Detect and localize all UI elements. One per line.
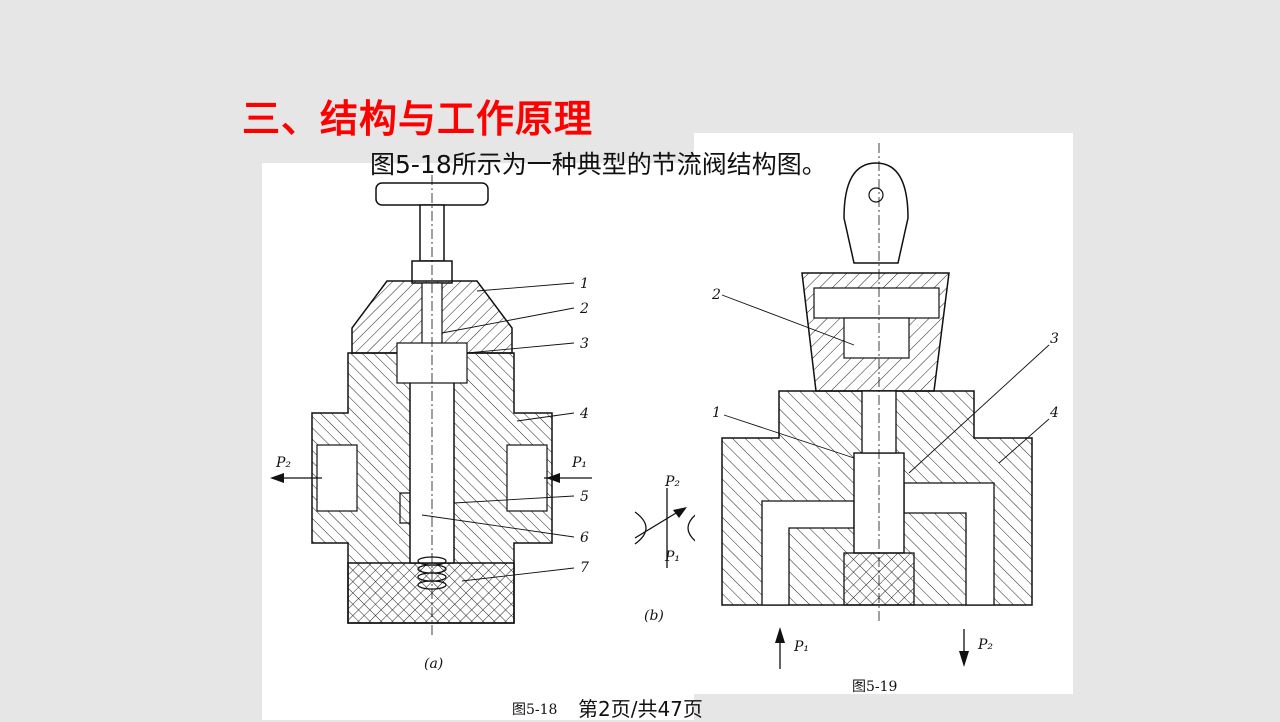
inlet-port xyxy=(506,444,548,512)
port-label-p1: P₁ xyxy=(793,639,809,655)
figure-5-19-panel: 2 1 3 4 P₁ P₂ 图5-19 xyxy=(694,133,1073,694)
handle-knob xyxy=(843,162,909,264)
sub-caption-a: (a) xyxy=(424,656,443,672)
page-number: 第2页/共47页 xyxy=(578,697,703,721)
port-label-p2: P₂ xyxy=(977,637,993,653)
part-label-1: 1 xyxy=(712,405,721,421)
figure-caption-5-18: 图5-18 xyxy=(512,702,557,718)
slide-subtitle: 图5-18所示为一种典型的节流阀结构图。 xyxy=(370,150,827,179)
part-label-4: 4 xyxy=(579,406,589,422)
bottom-cover xyxy=(347,562,515,624)
sub-caption-b-box: (b) xyxy=(644,608,664,624)
port-label-p1: P₁ xyxy=(571,455,587,471)
part-label-1: 1 xyxy=(580,276,589,292)
part-label-6: 6 xyxy=(580,530,589,546)
part-label-5: 5 xyxy=(580,489,589,505)
figure-5-18-panel: 1 2 3 4 5 6 7 P₂ P₁ (a) 图5-18 xyxy=(262,163,694,720)
slide-title: 三、结构与工作原理 xyxy=(242,97,594,141)
symbol-port-p1: P₁ xyxy=(664,549,680,565)
outlet-port xyxy=(316,444,358,512)
throttle-valve-drawing-a: 1 2 3 4 5 6 7 P₂ P₁ (a) 图5-18 xyxy=(270,175,592,718)
part-label-3: 3 xyxy=(1050,331,1059,347)
throttle-valve-drawing-5-19: 2 1 3 4 P₁ P₂ 图5-19 xyxy=(711,143,1059,694)
throttle-valve-symbol: P₂ P₁ xyxy=(634,474,695,568)
part-label-2: 2 xyxy=(579,301,589,317)
part-label-7: 7 xyxy=(580,560,589,576)
part-label-4: 4 xyxy=(1049,405,1059,421)
part-label-2: 2 xyxy=(711,287,721,303)
part-label-3: 3 xyxy=(580,336,589,352)
figure-caption-5-19: 图5-19 xyxy=(852,679,897,694)
port-label-p2: P₂ xyxy=(275,455,291,471)
sub-caption-b: (b) xyxy=(644,608,664,624)
symbol-port-p2: P₂ xyxy=(664,474,680,490)
